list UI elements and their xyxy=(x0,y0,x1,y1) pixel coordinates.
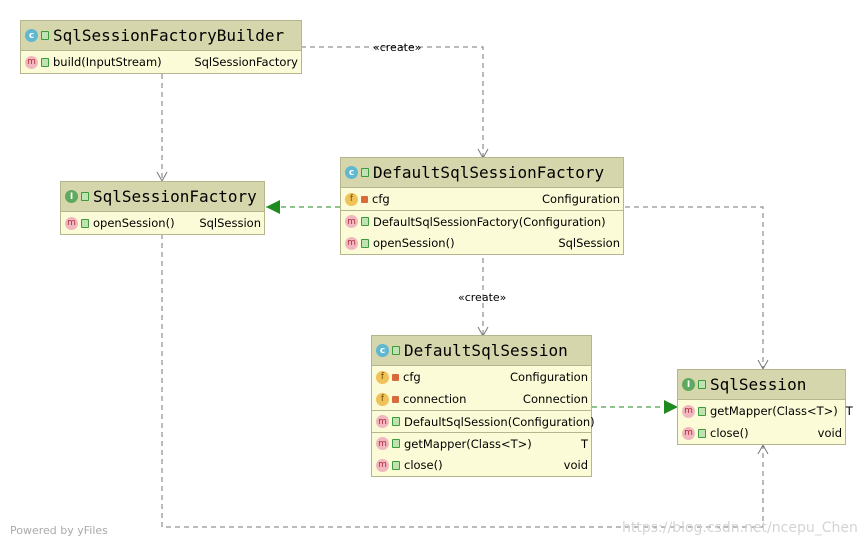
member-type: Configuration xyxy=(542,192,620,206)
field-icon: f xyxy=(376,370,389,384)
method-icon: m xyxy=(682,426,695,440)
class-icon: c xyxy=(25,29,38,42)
member-name: cfg xyxy=(372,192,390,206)
field-icon: f xyxy=(345,192,358,206)
member-name: DefaultSqlSessionFactory(Configuration) xyxy=(373,214,606,229)
method-icon: m xyxy=(25,55,38,69)
public-visibility-icon xyxy=(392,346,400,355)
method-row[interactable]: m build(InputStream) SqlSessionFactory xyxy=(21,51,301,73)
create-stereotype-mid: «create» xyxy=(458,291,507,304)
public-visibility-icon xyxy=(361,217,369,226)
method-row[interactable]: m openSession() SqlSession xyxy=(61,212,264,234)
member-name: cfg xyxy=(403,370,421,384)
field-row[interactable]: f connection Connection xyxy=(372,388,591,410)
class-icon: c xyxy=(376,344,389,357)
class-header: I SqlSessionFactory xyxy=(61,182,264,212)
public-visibility-icon xyxy=(361,168,369,177)
public-visibility-icon xyxy=(698,406,706,416)
method-row[interactable]: m openSession() SqlSession xyxy=(341,232,623,254)
member-name: close() xyxy=(404,458,443,472)
public-visibility-icon xyxy=(41,57,49,67)
watermark: https://blog.csdn.net/ncepu_Chen xyxy=(622,520,858,536)
class-name: SqlSessionFactory xyxy=(93,187,257,206)
method-row[interactable]: m DefaultSqlSessionFactory(Configuration) xyxy=(341,210,623,232)
interface-icon: I xyxy=(65,190,78,203)
interface-sqlsessionfactory[interactable]: I SqlSessionFactory m openSession() SqlSessi… xyxy=(60,181,265,235)
public-visibility-icon xyxy=(698,380,706,389)
member-type: T xyxy=(580,436,588,451)
class-icon: c xyxy=(345,166,358,179)
footer-powered-by: Powered by yFiles xyxy=(10,524,108,537)
class-name: SqlSession xyxy=(710,375,807,394)
member-name: build(InputStream) xyxy=(53,55,162,69)
method-icon: m xyxy=(376,415,389,428)
public-visibility-icon xyxy=(392,439,400,448)
method-icon: m xyxy=(345,215,358,228)
member-type: Connection xyxy=(522,392,588,406)
create-stereotype-top: «create» xyxy=(373,41,422,54)
method-row[interactable]: m DefaultSqlSession(Configuration) xyxy=(372,410,595,432)
class-header: c DefaultSqlSessionFactory xyxy=(341,158,623,188)
member-name: openSession() xyxy=(93,216,175,230)
method-icon: m xyxy=(682,404,695,418)
class-sqlsessionfactorybuilder[interactable]: c SqlSessionFactoryBuilder m build(InputStr… xyxy=(20,20,302,74)
public-visibility-icon xyxy=(392,460,400,470)
member-name: DefaultSqlSession(Configuration) xyxy=(404,414,595,429)
class-header: c DefaultSqlSession xyxy=(372,336,591,366)
member-name: getMapper(Class<T>) xyxy=(404,436,532,451)
private-lock-icon xyxy=(392,373,399,381)
member-type: SqlSession xyxy=(558,236,620,250)
method-icon: m xyxy=(376,458,389,472)
field-icon: f xyxy=(376,392,389,406)
method-icon: m xyxy=(345,236,358,250)
edge-factory-returns-session xyxy=(161,234,769,528)
member-type: void xyxy=(817,426,842,440)
class-header: c SqlSessionFactoryBuilder xyxy=(21,21,301,51)
class-name: SqlSessionFactoryBuilder xyxy=(53,26,285,45)
class-name: DefaultSqlSessionFactory xyxy=(373,163,605,182)
member-type: SqlSessionFactory xyxy=(194,55,298,69)
member-name: connection xyxy=(403,392,467,406)
member-name: openSession() xyxy=(373,236,455,250)
member-type: T xyxy=(845,404,853,418)
public-visibility-icon xyxy=(392,417,400,426)
member-type: SqlSession xyxy=(199,216,261,230)
edge-defaultfactory-uses-session xyxy=(625,206,769,371)
member-type: Configuration xyxy=(510,370,588,384)
interface-icon: I xyxy=(682,378,695,391)
public-visibility-icon xyxy=(81,192,89,201)
member-name: getMapper(Class<T>) xyxy=(710,404,838,418)
public-visibility-icon xyxy=(361,238,369,248)
public-visibility-icon xyxy=(41,31,49,40)
public-visibility-icon xyxy=(81,218,89,228)
method-row[interactable]: m getMapper(Class<T>) T xyxy=(372,432,591,454)
method-icon: m xyxy=(376,437,389,450)
method-row[interactable]: m getMapper(Class<T>) T xyxy=(678,400,853,422)
edge-builder-creates-defaultfactory xyxy=(301,46,489,160)
private-lock-icon xyxy=(361,195,368,203)
private-lock-icon xyxy=(392,395,399,403)
method-row[interactable]: m close() void xyxy=(372,454,591,476)
member-type: void xyxy=(563,458,588,472)
method-icon: m xyxy=(65,216,78,230)
class-name: DefaultSqlSession xyxy=(404,341,568,360)
method-row[interactable]: m close() void xyxy=(678,422,845,444)
member-name: close() xyxy=(710,426,749,440)
public-visibility-icon xyxy=(698,428,706,438)
class-header: I SqlSession xyxy=(678,370,845,400)
